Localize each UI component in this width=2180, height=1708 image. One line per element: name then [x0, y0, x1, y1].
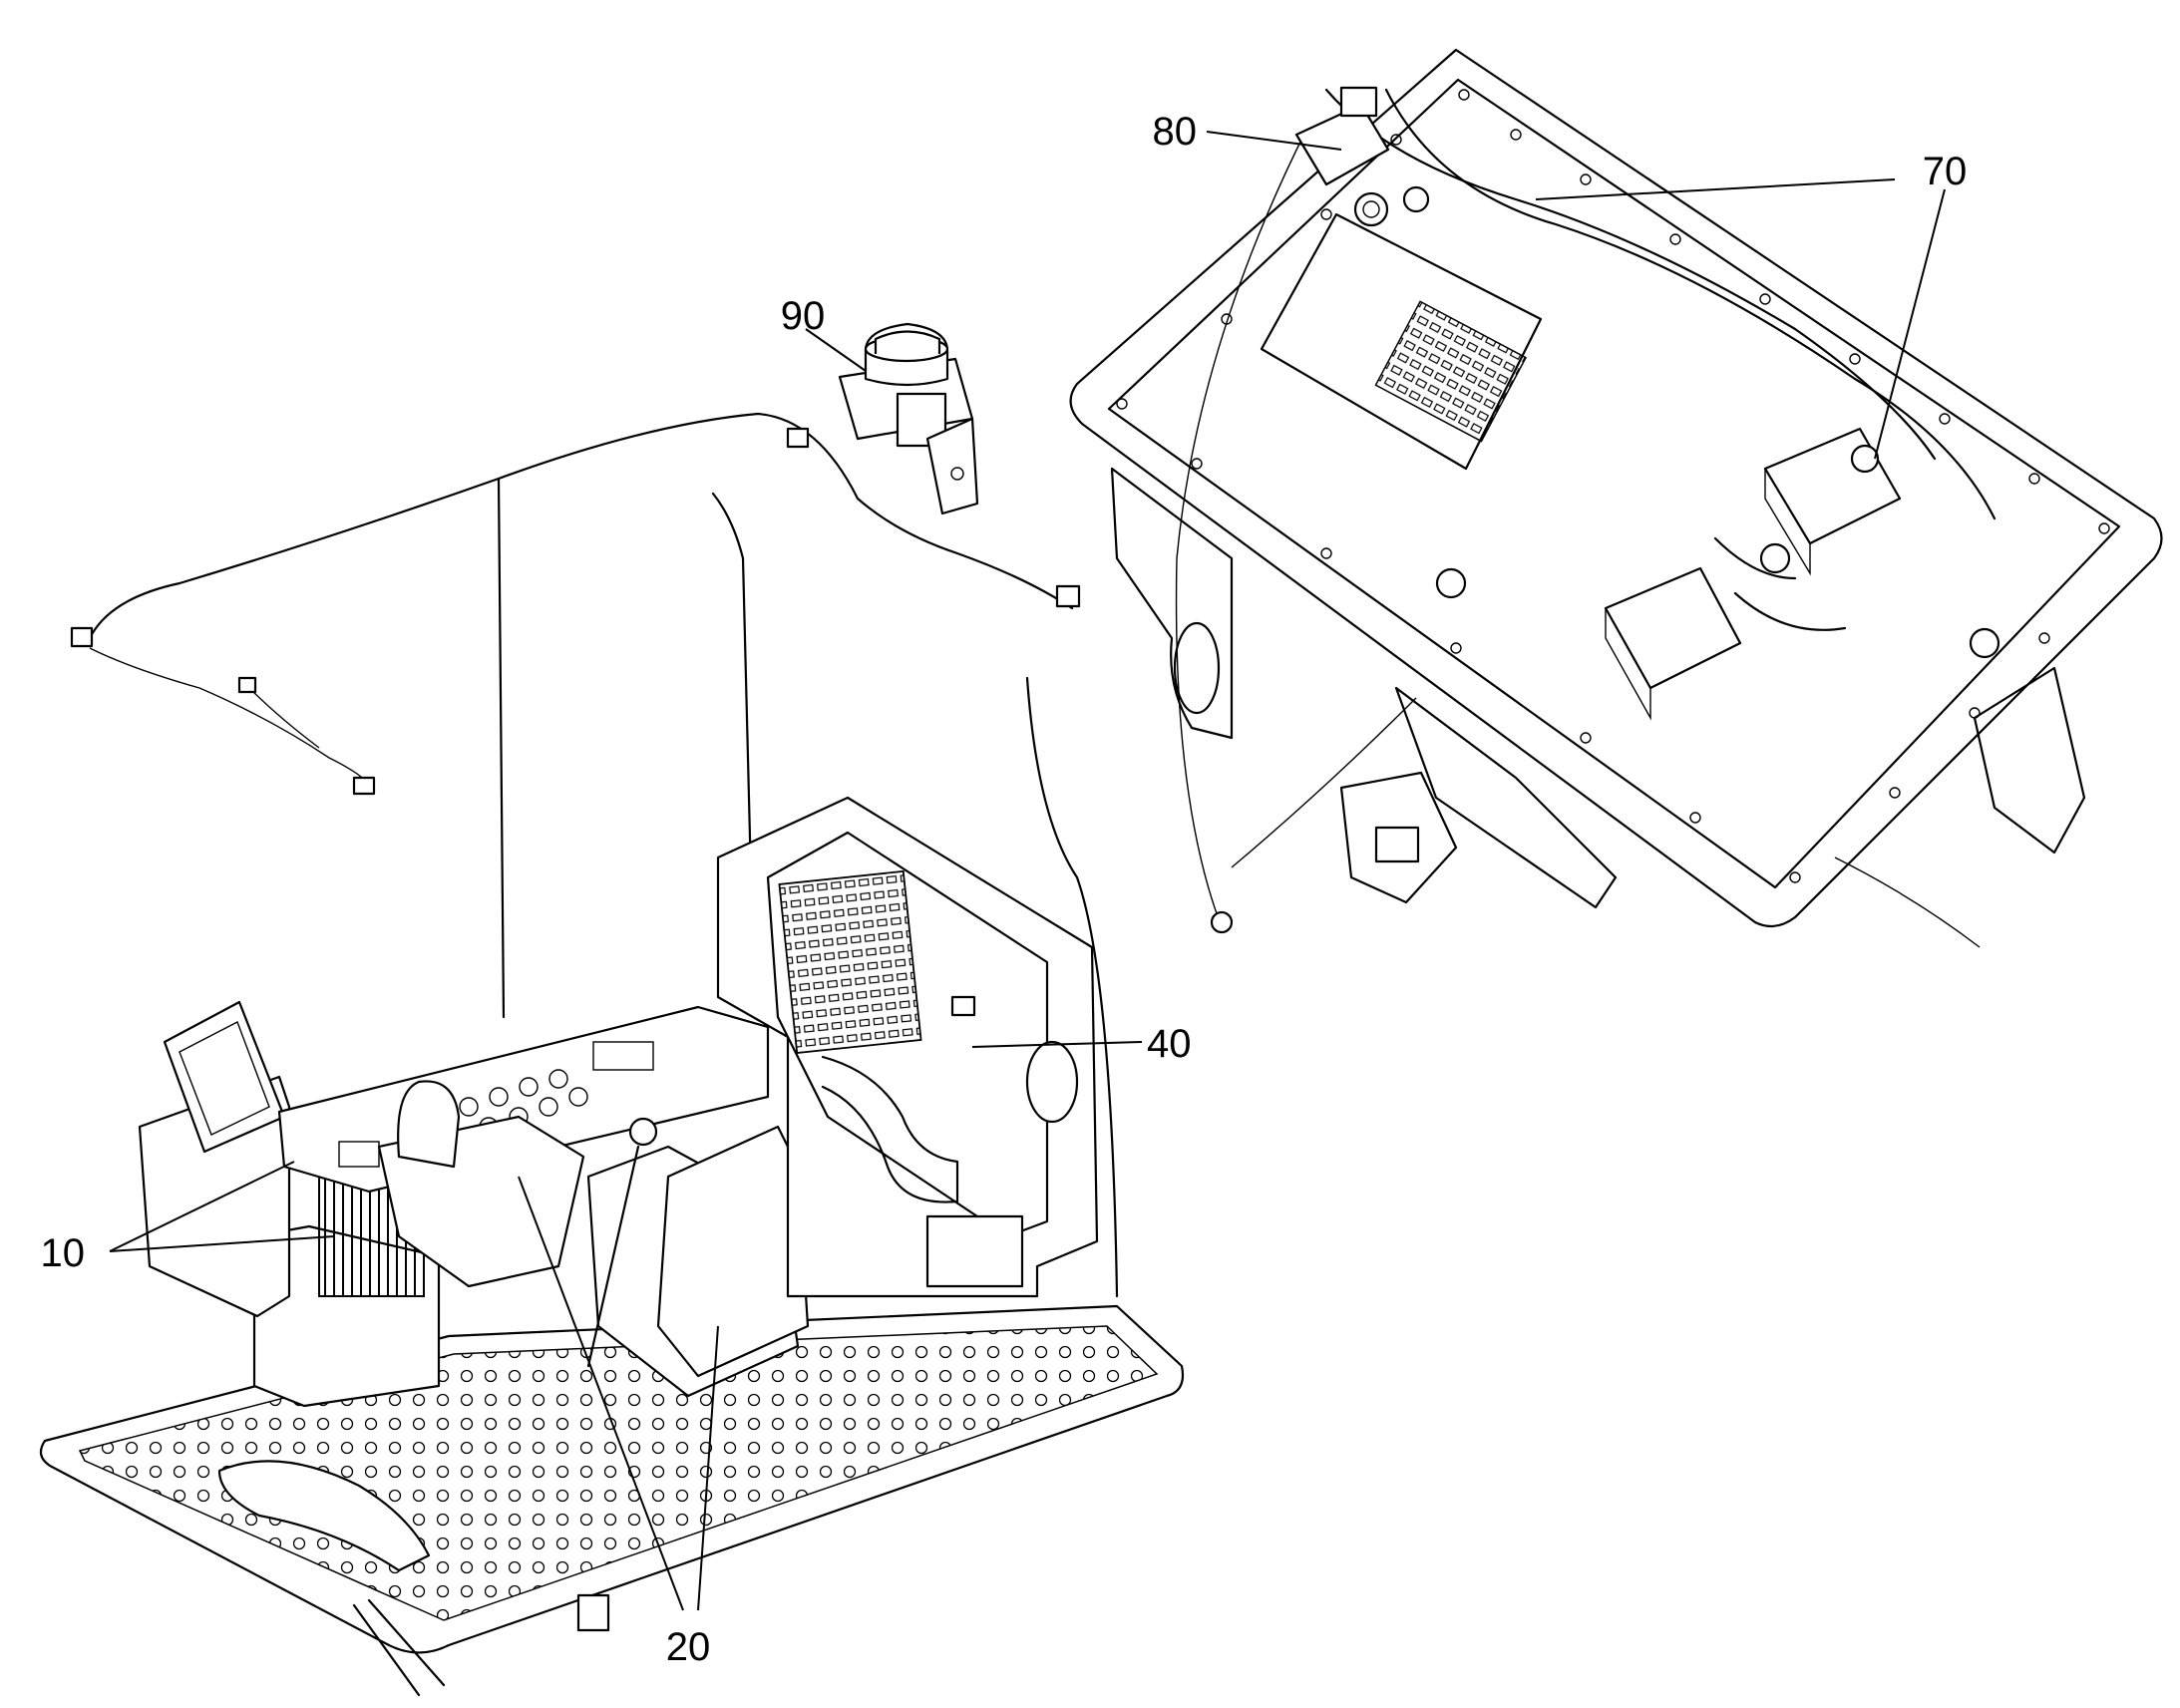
leader-70 — [1535, 178, 1946, 460]
overhead-wire-harness — [70, 412, 1119, 1298]
leader-90 — [805, 328, 867, 372]
leader-40 — [971, 1041, 1143, 1048]
joystick-left — [397, 1080, 461, 1169]
harness-connector-top — [786, 427, 810, 449]
callout-80: 80 — [1153, 110, 1198, 154]
harness-vertical-drop — [497, 477, 506, 1019]
seat-back — [656, 1125, 810, 1378]
harness-connector-bottom — [352, 776, 376, 796]
enclosure-duct — [821, 1055, 959, 1203]
underside-wire-bundle — [1384, 88, 1997, 520]
floor-cable-bundle — [217, 1460, 431, 1572]
floor-bottom-connector — [576, 1593, 610, 1632]
underside-support-bracket-front — [1394, 686, 1618, 909]
enclosure-relay — [950, 995, 976, 1017]
underside-circuit-board — [1374, 300, 1528, 443]
underside-tube-left — [1175, 129, 1307, 928]
callout-10: 10 — [41, 1231, 86, 1275]
component-90-beacon — [838, 322, 979, 515]
harness-rod — [711, 492, 755, 959]
cab-assembly — [39, 796, 1185, 1697]
harness-connector-mid — [237, 676, 257, 694]
underside-plate-inner-rim — [1107, 78, 2121, 889]
joystick-right-lever — [586, 1145, 640, 1368]
callout-70: 70 — [1923, 150, 1968, 193]
control-circuit-board — [778, 869, 922, 1055]
leader-10 — [109, 1161, 335, 1252]
underside-support-bracket-left — [1110, 467, 1234, 740]
harness-side-cable — [1025, 676, 1119, 1298]
component-80 — [1294, 86, 1430, 227]
enclosure-lower-box — [925, 1214, 1024, 1288]
floor-bottom-bracket — [352, 1598, 446, 1697]
callout-90: 90 — [781, 294, 826, 338]
joystick-right-knob — [628, 1117, 658, 1147]
component-70 — [1604, 427, 1902, 721]
callout-20: 20 — [666, 1625, 711, 1669]
underside-mount-box — [1374, 826, 1420, 863]
enclosure-side-hole — [1025, 1040, 1079, 1124]
callout-group: 10 20 40 70 80 90 — [41, 110, 1968, 1669]
console-left-front — [138, 1075, 291, 1318]
underside-tube-lower — [1231, 697, 1417, 868]
floor-plate-underside — [1069, 48, 2163, 948]
underside-wire-bundle-2 — [1324, 88, 1937, 461]
underside-support-bracket-right — [1973, 666, 2086, 854]
underside-plate-outline — [1069, 48, 2163, 928]
harness-connector-right — [1055, 584, 1081, 608]
underside-fastener-holes — [1116, 89, 2110, 883]
leader-20 — [518, 1176, 719, 1611]
harness-connector-left — [70, 626, 94, 648]
underside-tube-end — [1210, 910, 1234, 934]
leader-80 — [1206, 131, 1342, 151]
underside-tube-right — [1834, 856, 1981, 948]
underside-support-hole-left — [1173, 621, 1221, 715]
callout-40: 40 — [1147, 1022, 1192, 1066]
